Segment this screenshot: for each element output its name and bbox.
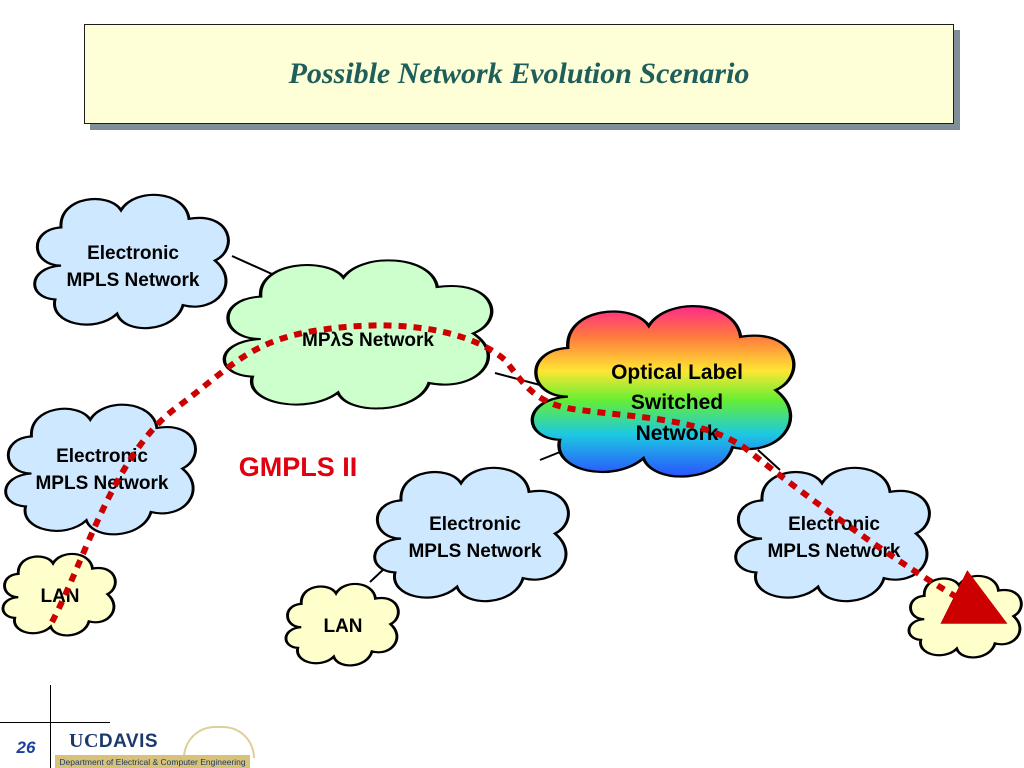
emp-center-label-2: MPLS Network	[408, 541, 541, 562]
title-box: Possible Network Evolution Scenario	[84, 24, 954, 124]
emp-center-label-1: Electronic	[429, 514, 521, 535]
slide-number: 26	[16, 738, 36, 757]
footer-divider-vertical	[50, 685, 51, 768]
optical-label-2: Switched	[631, 391, 723, 414]
gmpls-label: GMPLS II	[239, 452, 358, 482]
emp-ml-label-1: Electronic	[56, 446, 148, 467]
logo-uc: UC	[69, 730, 99, 752]
lan-center-label: LAN	[323, 616, 362, 637]
logo-davis: DAVIS	[98, 731, 159, 752]
department-bar: Department of Electrical & Computer Engi…	[55, 755, 250, 768]
slide-title: Possible Network Evolution Scenario	[288, 57, 750, 90]
electronic-mpls-cloud-mid-left	[6, 405, 196, 535]
emp-right-label-1: Electronic	[788, 514, 880, 535]
department-name: Department of Electrical & Computer Engi…	[59, 756, 246, 767]
emp-right-label-2: MPLS Network	[767, 541, 900, 562]
mplambda-label: MPλS Network	[302, 330, 434, 351]
ucdavis-logo: UCDAVIS Department of Electrical & Compu…	[55, 726, 255, 768]
university-seal-icon	[183, 726, 255, 758]
footer-divider-horizontal	[0, 722, 110, 723]
emp-tl-label-1: Electronic	[87, 243, 179, 264]
emp-tl-label-2: MPLS Network	[66, 270, 199, 291]
link-optical-to-emp-right	[757, 449, 781, 471]
logo-wordmark: UCDAVIS	[69, 730, 158, 753]
link-emp-tl-to-mplambda	[231, 255, 273, 275]
emp-ml-label-2: MPLS Network	[35, 473, 168, 494]
gmpls-path	[49, 322, 1008, 624]
optical-label-3: Network	[636, 422, 719, 445]
optical-label-1: Optical Label	[611, 361, 743, 384]
